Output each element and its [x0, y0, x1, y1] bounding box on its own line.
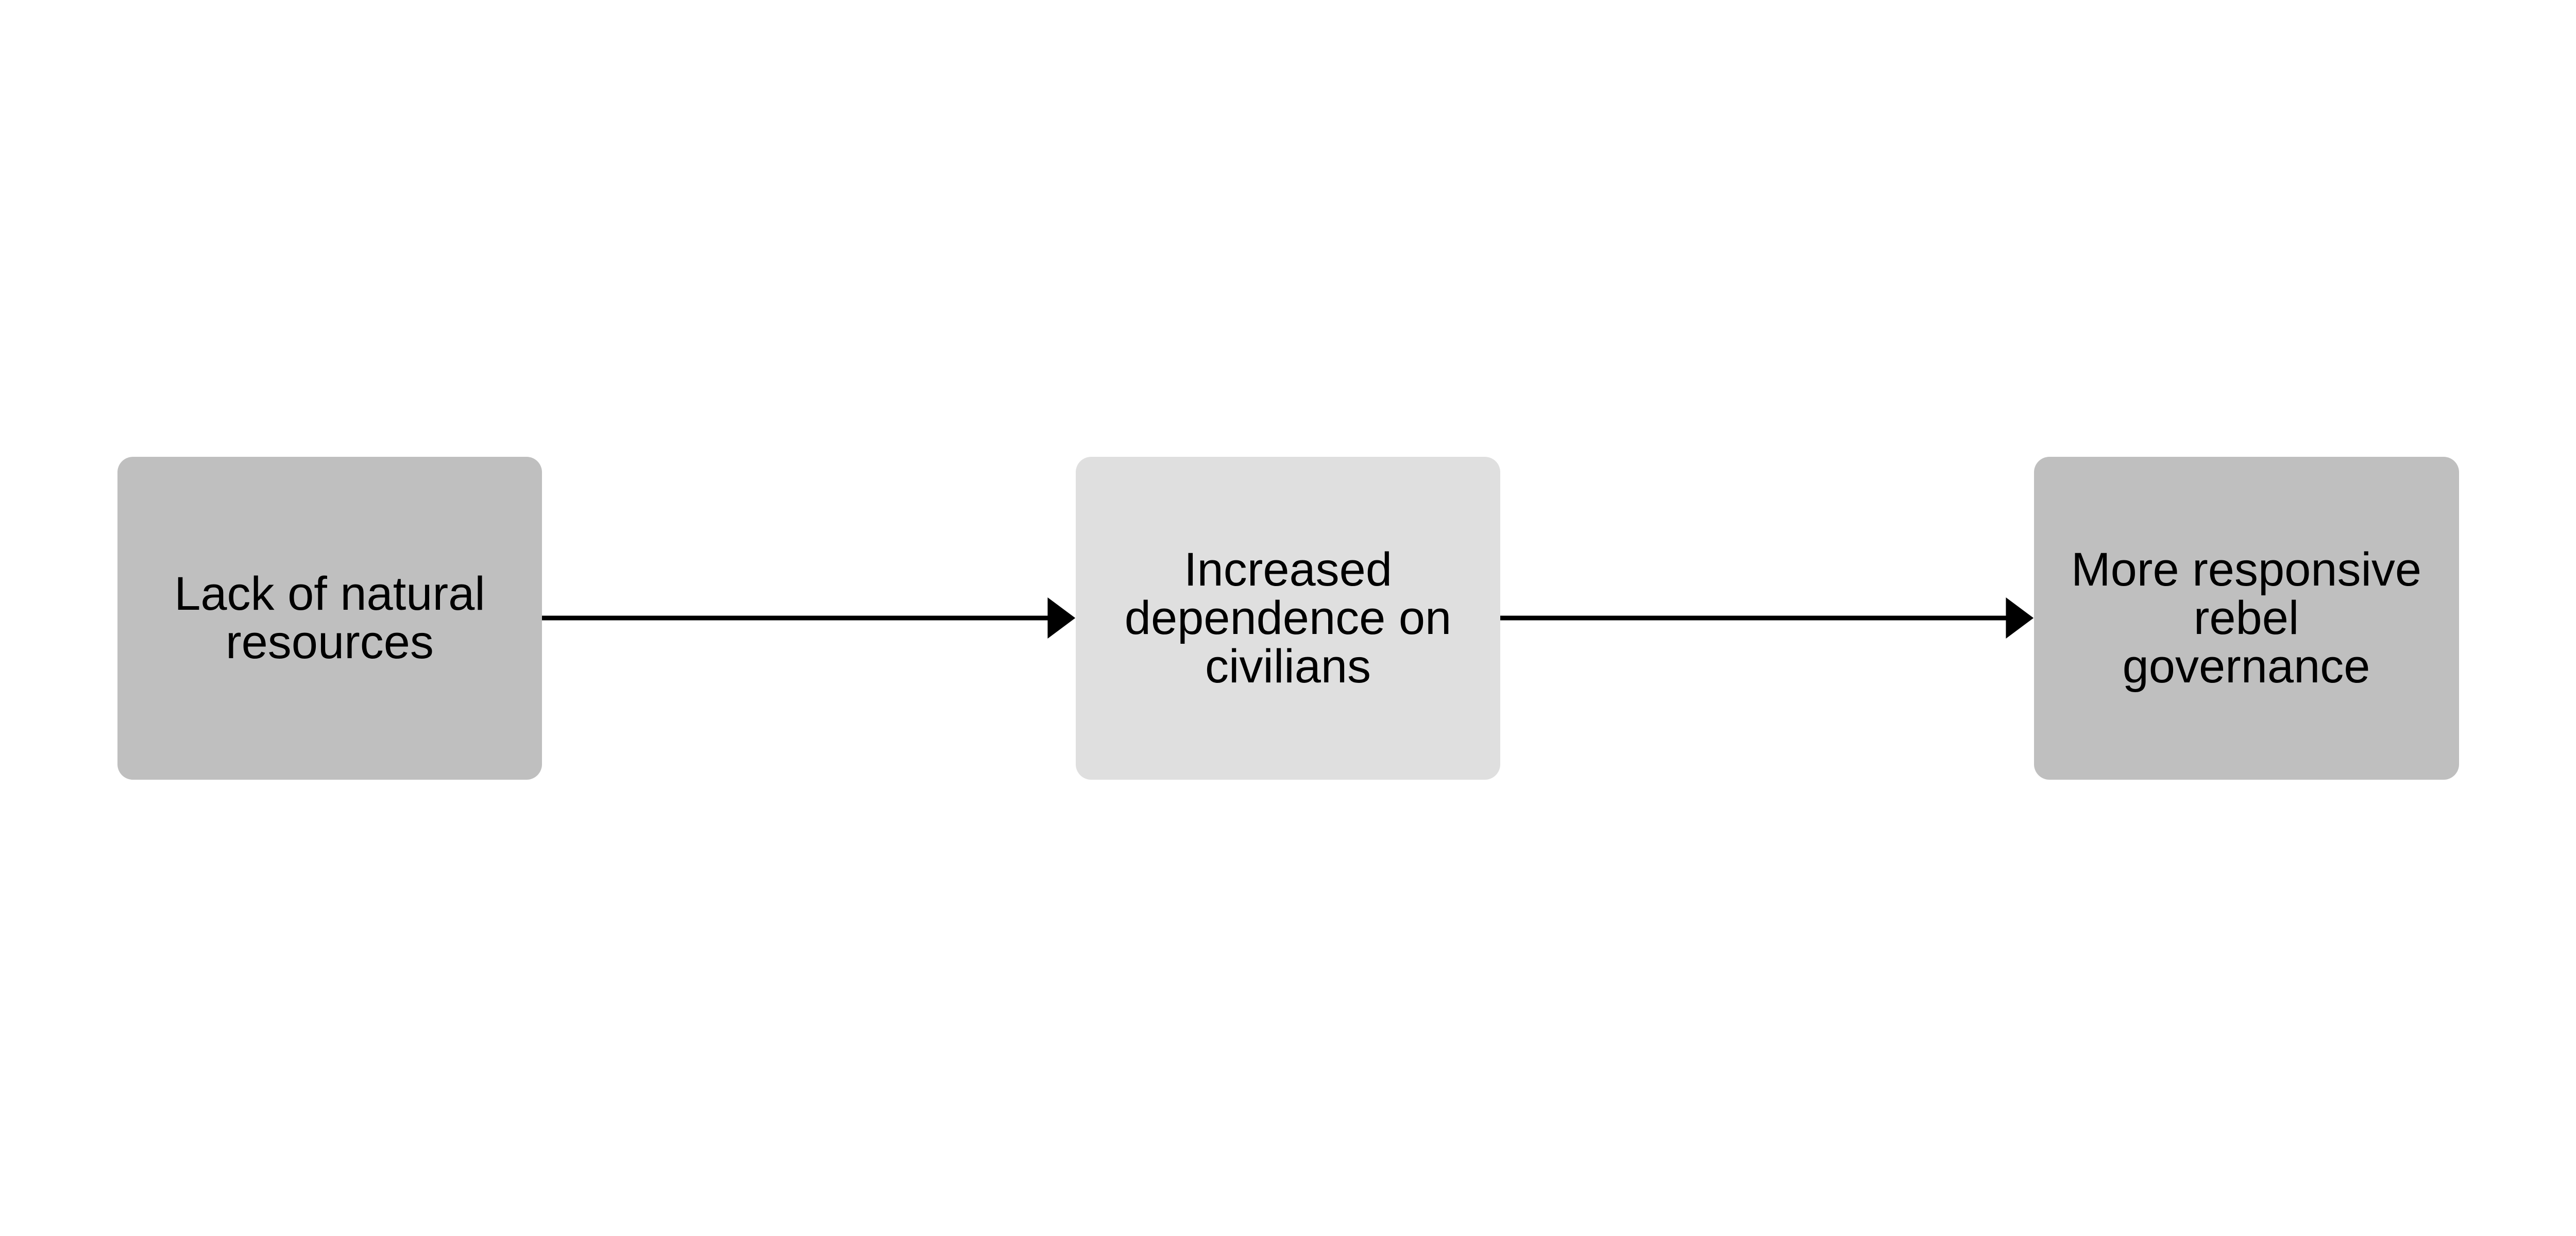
node-more-responsive-rebel-governance: More responsive rebel governance [2033, 456, 2459, 780]
arrowhead-icon [2006, 597, 2034, 639]
node-lack-of-natural-resources: Lack of natural resources [117, 456, 543, 780]
node-increased-dependence-on-civilians: Increased dependence on civilians [1075, 456, 1501, 780]
node-label: More responsive rebel governance [2071, 543, 2422, 693]
edge-n1-n2 [542, 597, 1076, 639]
node-label: Increased dependence on civilians [1124, 543, 1452, 693]
node-label: Lack of natural resources [174, 568, 485, 668]
edge-n2-n3 [1500, 597, 2034, 639]
arrowhead-icon [1047, 597, 1076, 639]
